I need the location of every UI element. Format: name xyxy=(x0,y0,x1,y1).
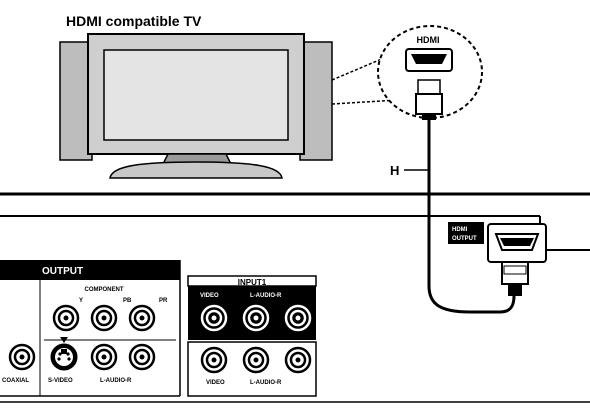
tv-left-speaker xyxy=(59,41,93,161)
hdmi-output-badge xyxy=(448,222,484,244)
hdmi-output-label-line1: HDMI xyxy=(452,227,468,233)
hdmi-plug-bottom-grip xyxy=(503,265,527,275)
input1-audio-label-bottom: L-AUDIO-R xyxy=(250,380,282,386)
svideo-jack xyxy=(50,337,78,371)
hdmi-plug-bottom xyxy=(501,261,529,296)
coaxial-label: COAXIAL xyxy=(2,378,29,384)
callout-hdmi-label: HDMI xyxy=(417,35,440,45)
component-y-jack xyxy=(52,304,80,332)
input1-video-jack-top xyxy=(200,304,228,332)
rca-jacks xyxy=(8,304,312,374)
player-hdmi-output: HDMI OUTPUT xyxy=(448,222,547,263)
input1-header-box xyxy=(187,275,317,287)
tv-hdmi-port-slot xyxy=(411,54,447,64)
tv-right-speaker xyxy=(299,41,333,161)
cable-label: H xyxy=(390,163,399,178)
output-header-bar xyxy=(0,260,180,280)
input1-audio-l-jack-top xyxy=(242,304,270,332)
input1-header: INPUT1 xyxy=(238,278,267,287)
component-pr-label: PR xyxy=(159,298,168,304)
tv-hdmi-callout: HDMI xyxy=(377,25,483,120)
component-y-label: Y xyxy=(79,298,83,304)
hdmi-cable xyxy=(427,120,516,314)
hdmi-tv xyxy=(59,33,333,179)
output-audio-r-jack xyxy=(128,343,156,371)
output-audio-label: L-AUDIO-R xyxy=(100,378,132,384)
callout-pointer-top xyxy=(331,57,385,81)
input1-audio-l-jack-bottom xyxy=(242,346,270,374)
hdmi-plug-top-body xyxy=(415,93,443,115)
hdmi-plug-top-head xyxy=(417,79,441,95)
input1-audio-label-top: L-AUDIO-R xyxy=(250,293,282,299)
input1-video-jack-bottom xyxy=(200,346,228,374)
tv-stand-base xyxy=(109,161,283,179)
hdmi-plug-top-boot xyxy=(422,114,436,120)
coaxial-jack xyxy=(8,343,36,371)
tv-screen xyxy=(103,49,289,141)
player-hdmi-port-slot xyxy=(500,238,534,246)
input1-section: INPUT1 VIDEO L-AUDIO-R VIDEO L-AUDIO-R xyxy=(187,275,317,397)
component-pr-jack xyxy=(128,304,156,332)
callout-pointer-bottom xyxy=(331,99,399,105)
hdmi-output-label-line2: OUTPUT xyxy=(452,236,477,242)
hdmi-plug-bottom-boot xyxy=(508,284,522,296)
input1-audio-r-jack-top xyxy=(284,304,312,332)
input1-video-label-bottom: VIDEO xyxy=(206,380,225,386)
output-header: OUTPUT xyxy=(42,266,83,277)
component-pb-jack xyxy=(90,304,118,332)
output-audio-l-jack xyxy=(90,343,118,371)
component-label: COMPONENT xyxy=(85,287,124,293)
component-pb-label: PB xyxy=(123,298,132,304)
input1-audio-r-jack-bottom xyxy=(284,346,312,374)
output-section: OUTPUT COMPONENT Y PB PR COAXIAL S-VIDEO… xyxy=(0,260,181,397)
svideo-label: S-VIDEO xyxy=(48,378,73,384)
input1-video-label-top: VIDEO xyxy=(200,293,219,299)
diagram-title: HDMI compatible TV xyxy=(66,13,202,29)
